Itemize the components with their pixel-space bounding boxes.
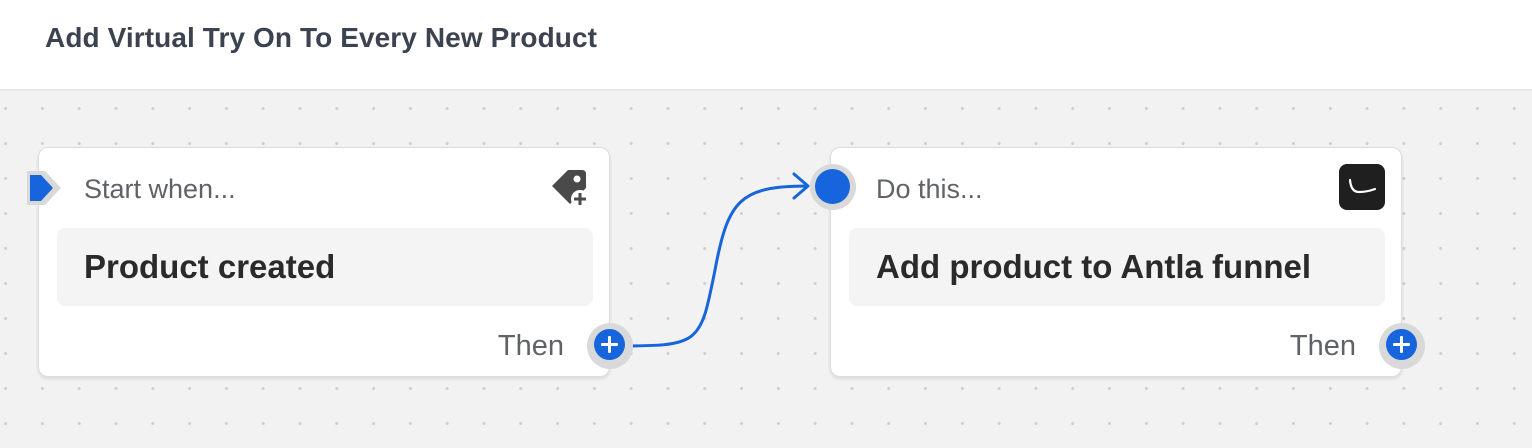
workflow-header: Add Virtual Try On To Every New Product (0, 0, 1532, 90)
action-then-label: Then (1289, 330, 1356, 362)
entry-point-icon (27, 171, 61, 205)
action-step-card[interactable]: Do this... Add product to Antla funnel T… (830, 147, 1402, 377)
trigger-add-step-button[interactable] (587, 323, 633, 369)
port-dot-icon (815, 169, 850, 204)
action-add-step-button[interactable] (1379, 323, 1425, 369)
trigger-step-card[interactable]: Start when... Product created Then (38, 147, 610, 377)
workflow-title: Add Virtual Try On To Every New Product (45, 22, 598, 53)
antla-app-icon (1339, 164, 1385, 210)
trigger-then-label: Then (497, 330, 564, 362)
plus-icon (594, 329, 625, 360)
trigger-event-name: Product created (84, 248, 336, 285)
tag-plus-icon (552, 170, 589, 208)
trigger-event-box[interactable]: Product created (57, 228, 593, 306)
trigger-step-label: Start when... (84, 174, 236, 204)
action-name: Add product to Antla funnel (876, 248, 1312, 285)
action-step-label: Do this... (876, 174, 983, 204)
action-box[interactable]: Add product to Antla funnel (849, 228, 1385, 306)
plus-icon (1386, 329, 1417, 360)
action-input-port[interactable] (810, 164, 856, 210)
